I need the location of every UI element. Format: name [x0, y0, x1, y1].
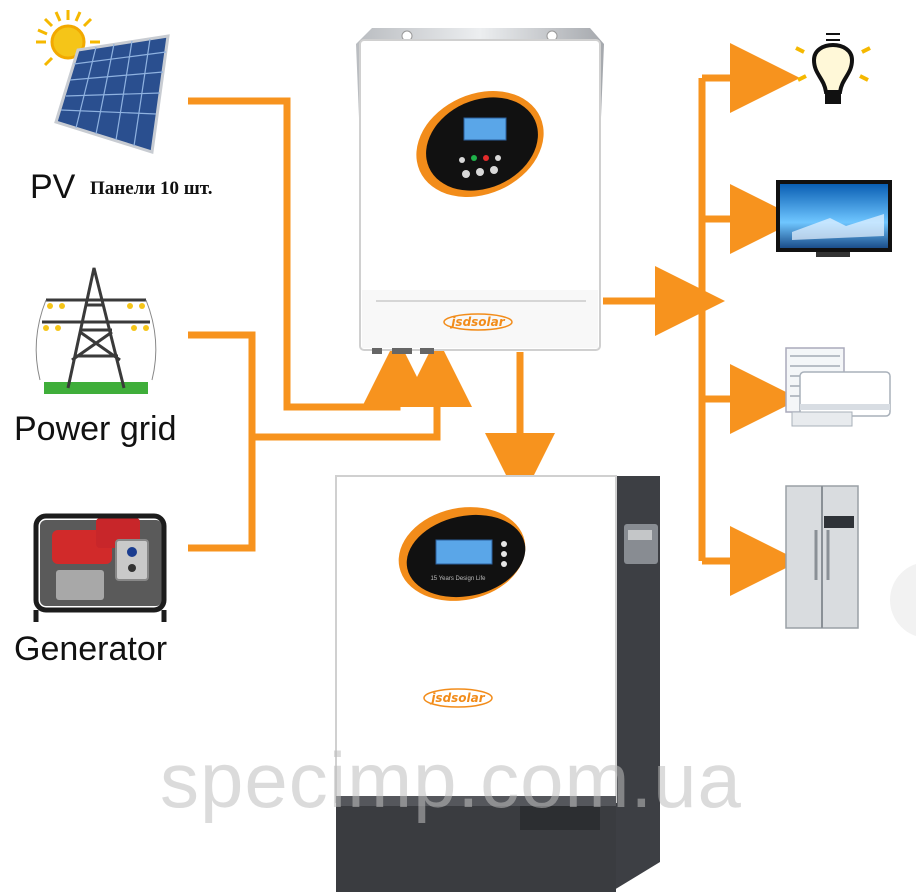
solar-panel-icon — [36, 10, 170, 154]
inverter-lcd-screen — [463, 117, 507, 141]
light-bulb-icon — [795, 33, 871, 104]
connection-lines — [188, 43, 800, 596]
battery-panel-text: 15 Years Design Life — [430, 576, 486, 582]
svg-text:jsdsolar: jsdsolar — [429, 691, 485, 705]
air-conditioner-icon — [785, 347, 891, 427]
battery-brand-logo: jsdsolar — [423, 688, 493, 708]
pv-panel-count-label: Панели 10 шт. — [88, 178, 215, 200]
generator-label: Generator — [14, 630, 168, 668]
inverter-brand-logo: jsdsolar — [443, 313, 513, 331]
pv-line — [188, 97, 432, 411]
grid-line — [188, 331, 256, 552]
refrigerator-icon — [785, 485, 859, 629]
generator-icon — [33, 513, 167, 622]
grid-generator-merge-line — [252, 337, 472, 441]
battery-cabinet: 15 Years Design Life jsdsolar — [335, 475, 660, 892]
tv-icon — [776, 180, 892, 257]
power-grid-label: Power grid — [14, 410, 177, 448]
edge-decoration — [890, 563, 916, 637]
inverter-unit: jsdsolar — [356, 28, 604, 354]
svg-text:jsdsolar: jsdsolar — [449, 315, 505, 329]
sun-icon — [36, 10, 100, 67]
pv-label: PV — [30, 168, 76, 206]
battery-lcd-screen — [435, 539, 493, 565]
power-tower-icon — [35, 267, 157, 394]
